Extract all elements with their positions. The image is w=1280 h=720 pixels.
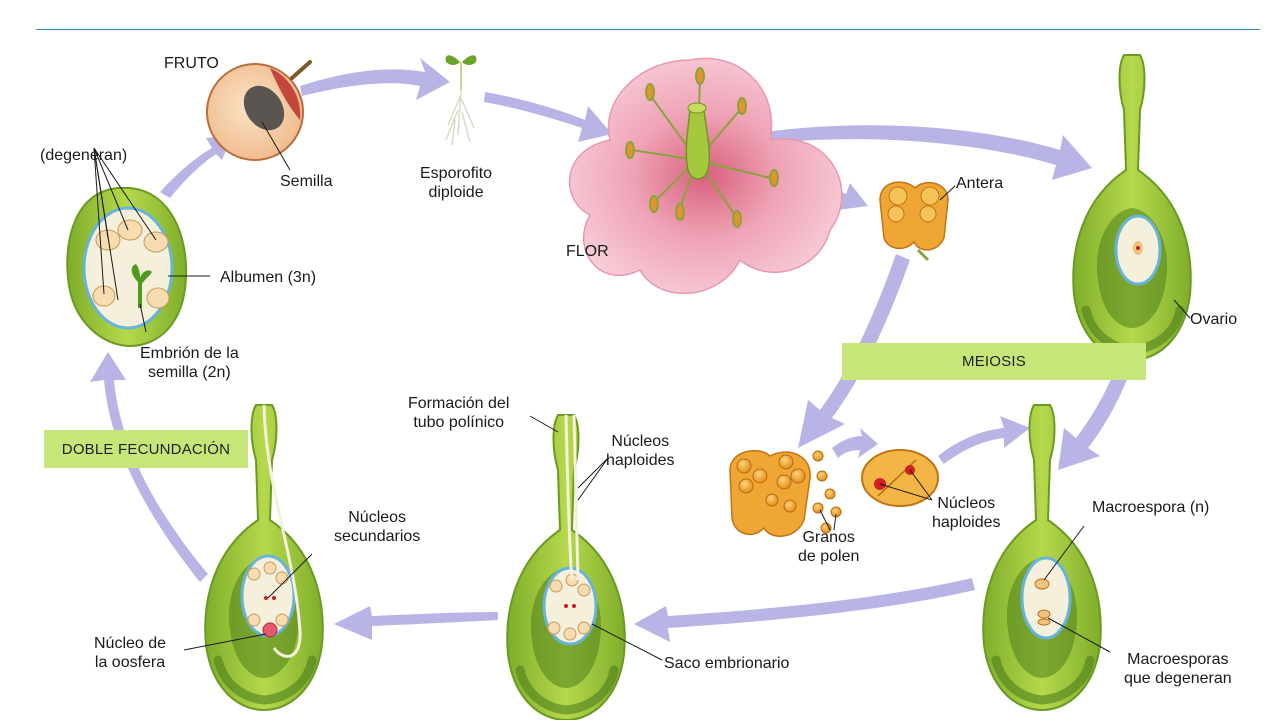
label-ovario: Ovario xyxy=(1190,311,1238,328)
flower-illustration xyxy=(568,57,843,295)
label-semilla: Semilla xyxy=(280,173,333,190)
ovary-illustration xyxy=(1073,55,1190,360)
anther-illustration xyxy=(879,181,956,262)
label-fruto: FRUTO xyxy=(164,55,219,72)
label-nucleos-secundarios: Núcleos secundarios xyxy=(334,509,421,545)
meiosis-banner: MEIOSIS xyxy=(842,343,1146,380)
seedling-illustration xyxy=(445,55,477,146)
label-antera: Antera xyxy=(956,175,1004,192)
megaspore-ovule xyxy=(983,405,1111,710)
label-degeneran: (degeneran) xyxy=(40,147,128,164)
label-flor: FLOR xyxy=(566,243,609,260)
fertilization-ovule xyxy=(183,405,323,710)
pollen-illustration xyxy=(729,449,939,537)
seed-illustration xyxy=(66,147,210,348)
label-nucleos-haploides-polen: Núcleos haploides xyxy=(932,495,1001,531)
label-nucleos-haploides-tubo: Núcleos haploides xyxy=(606,433,675,469)
label-macroespora: Macroespora (n) xyxy=(1092,499,1210,516)
cycle-arrows xyxy=(90,58,1140,642)
label-granos-polen: Granos de polen xyxy=(798,529,860,565)
label-formacion-tubo: Formación del tubo polínico xyxy=(408,395,510,431)
label-esporofito: Esporofito diploide xyxy=(420,165,493,201)
top-rule xyxy=(36,29,1260,30)
label-nucleo-oosfera: Núcleo de la oosfera xyxy=(94,635,167,671)
label-albumen: Albumen (3n) xyxy=(220,269,317,286)
fruit-illustration xyxy=(206,60,312,171)
embryo-sac-ovule xyxy=(507,415,663,720)
label-saco-embrionario: Saco embrionario xyxy=(664,655,790,672)
label-macroesporas-degeneran: Macroesporas que degeneran xyxy=(1124,651,1232,687)
label-embrion: Embrión de la semilla (2n) xyxy=(140,345,239,381)
doble-fecundacion-banner: DOBLE FECUNDACIÓN xyxy=(44,430,248,468)
